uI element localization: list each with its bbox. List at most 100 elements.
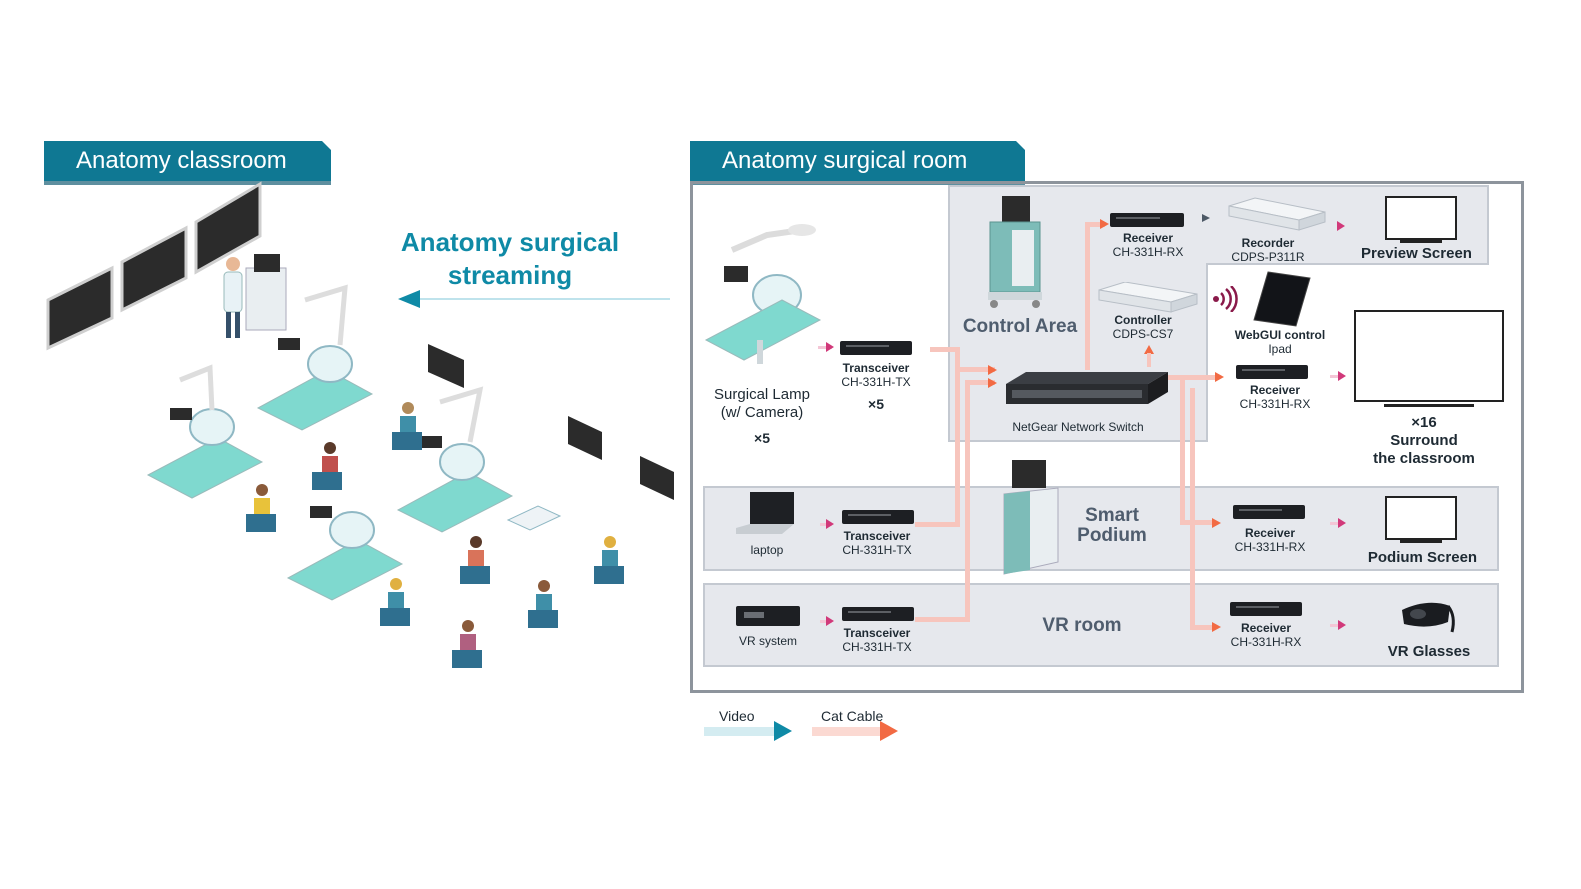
surgical-room-frame — [690, 181, 1524, 693]
wall-screen — [640, 456, 674, 500]
cat-arrow — [988, 365, 997, 375]
streaming-label: Anatomy surgical streaming — [380, 226, 640, 292]
control-area-title: Control Area — [962, 316, 1078, 337]
laptop-label: laptop — [750, 543, 784, 557]
network-switch-icon — [1006, 372, 1168, 404]
vr-rx-label: Receiver CH-331H-RX — [1216, 621, 1316, 649]
podium-tx-label: Transceiver CH-331H-TX — [827, 529, 927, 557]
classroom-title: Anatomy classroom — [76, 147, 287, 174]
cat-arrow — [988, 378, 997, 388]
cat-cable — [1180, 520, 1215, 525]
webgui-line2: Ipad — [1268, 342, 1292, 356]
vr-rx-name: Receiver — [1240, 621, 1292, 635]
smart-podium-icon — [1003, 460, 1059, 575]
receiver-device — [1230, 602, 1302, 616]
cat-cable — [965, 380, 970, 622]
vr-zone — [703, 583, 1499, 667]
video-arrow — [826, 616, 834, 626]
cat-cable — [1190, 625, 1215, 630]
surround-count: ×16 — [1411, 414, 1437, 431]
surgical-room-title-tab: Anatomy surgical room — [690, 141, 1026, 185]
video-link — [1330, 624, 1342, 627]
receiver-top-model: CH-331H-RX — [1112, 245, 1184, 259]
surgical-table — [256, 284, 374, 431]
streaming-label-line1: Anatomy surgical — [400, 227, 620, 257]
cat-cable — [1147, 353, 1151, 367]
vr-tx-name: Transceiver — [843, 626, 911, 640]
cat-cable — [915, 522, 960, 527]
screen-stand — [1384, 404, 1474, 407]
student — [312, 442, 342, 490]
legend-cat-label: Cat Cable — [821, 708, 884, 724]
preview-screen-icon — [1385, 196, 1457, 240]
legend-video-arrow — [774, 721, 792, 741]
transceiver-device — [842, 607, 914, 621]
surgical-lamp-label: Surgical Lamp (w/ Camera) — [703, 386, 821, 422]
vr-tx-model: CH-331H-TX — [842, 640, 912, 654]
legend-cat-arrow — [880, 721, 898, 741]
podium-rx-name: Receiver — [1244, 526, 1296, 540]
surgical-room-title: Anatomy surgical room — [722, 147, 968, 174]
video-arrow — [826, 519, 834, 529]
podium-zone — [703, 486, 1499, 571]
surgical-table — [146, 364, 264, 499]
webgui-label: WebGUI control Ipad — [1224, 328, 1336, 356]
vr-room-title: VR room — [1042, 615, 1122, 636]
wireless-signal-icon — [1213, 286, 1238, 312]
recorder-name: Recorder — [1241, 236, 1295, 250]
smart-podium-title: Smart Podium — [1060, 506, 1164, 546]
cat-cable — [930, 347, 960, 352]
vr-glasses-label: VR Glasses — [1387, 643, 1471, 660]
video-arrow — [826, 342, 834, 352]
wall-screen — [568, 416, 602, 460]
classroom-illustration — [46, 181, 674, 668]
controller-label: Controller CDPS-CS7 — [1093, 313, 1193, 341]
podium-screen-icon — [1385, 496, 1457, 540]
video-arrow — [1337, 221, 1345, 231]
transceiver-device — [840, 341, 912, 355]
legend-video-label: Video — [719, 708, 755, 724]
cat-cable — [955, 347, 960, 527]
cat-cable — [1085, 222, 1105, 227]
receiver-device — [1233, 505, 1305, 519]
surround-line2: the classroom — [1373, 450, 1475, 467]
student — [380, 578, 410, 626]
control-rack-icon — [988, 196, 1042, 308]
cat-arrow — [1215, 372, 1224, 382]
vr-tx-label: Transceiver CH-331H-TX — [827, 626, 927, 654]
doctor-figure — [223, 254, 287, 338]
smart-podium-line1: Smart — [1085, 505, 1139, 526]
vr-system-icon-detail — [744, 612, 764, 618]
student — [392, 402, 422, 450]
vr-glasses-icon — [1402, 602, 1455, 633]
receiver-top-name: Receiver — [1122, 231, 1174, 245]
surgical-lamp-count: ×5 — [754, 430, 770, 446]
cat-cable — [1168, 375, 1216, 380]
surgical-lamp-line1: Surgical Lamp — [714, 386, 810, 403]
receiver-mid-model: CH-331H-RX — [1239, 397, 1311, 411]
recorder-label: Recorder CDPS-P311R — [1218, 236, 1318, 264]
transceiver-device — [842, 510, 914, 524]
tx1-count: ×5 — [868, 396, 884, 412]
tx1-name: Transceiver — [842, 361, 910, 375]
tx1-model: CH-331H-TX — [841, 375, 911, 389]
surgical-table — [396, 386, 514, 533]
video-link — [818, 346, 832, 349]
wall-screen — [428, 344, 464, 388]
streaming-arrow-line — [418, 298, 670, 300]
cat-cable — [1190, 388, 1195, 628]
classroom-title-tab: Anatomy classroom — [44, 141, 332, 185]
student — [528, 580, 558, 628]
student — [452, 620, 482, 668]
controller-icon — [1098, 282, 1198, 313]
cat-arrow — [1212, 518, 1221, 528]
vr-system-icon — [736, 606, 800, 626]
cat-arrow-up — [1144, 345, 1154, 354]
receiver-mid-label: Receiver CH-331H-RX — [1225, 383, 1325, 411]
switch-label: NetGear Network Switch — [1012, 420, 1144, 434]
student — [460, 536, 490, 584]
wall-screen — [46, 265, 114, 351]
receiver-device — [1236, 365, 1308, 379]
surgical-lamp-icon — [704, 224, 822, 364]
cat-cable — [965, 380, 995, 385]
